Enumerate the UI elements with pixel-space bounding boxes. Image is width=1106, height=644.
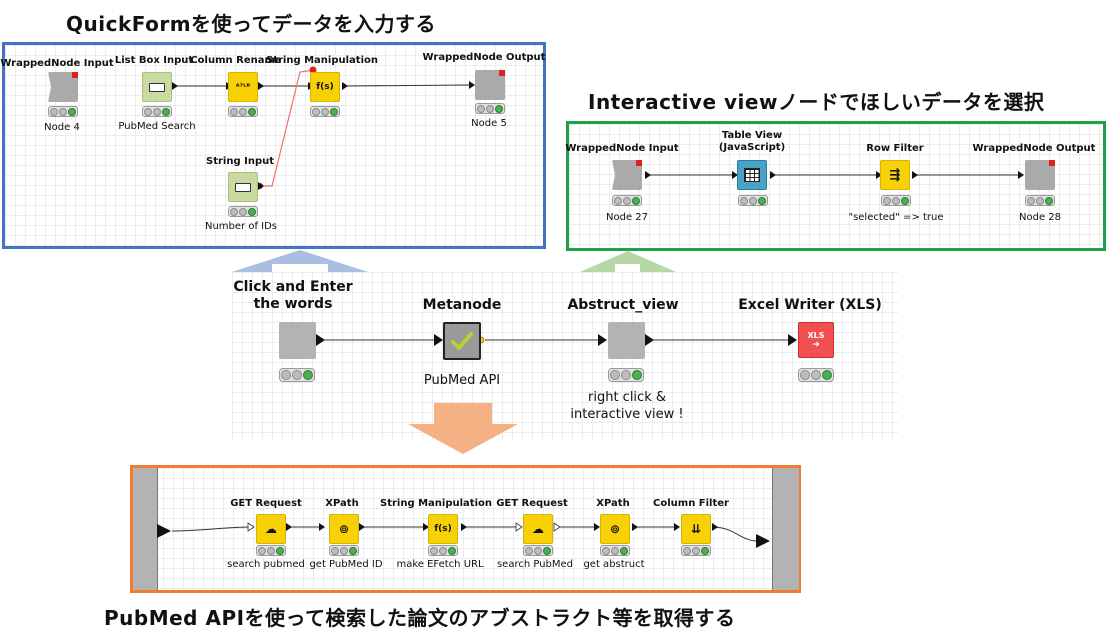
node-label: search PubMed (496, 559, 574, 570)
wrapped-node-icon[interactable] (612, 160, 642, 190)
node-title: Excel Writer (XLS) (738, 297, 882, 313)
status-traffic-light (681, 545, 711, 556)
status-traffic-light (612, 195, 642, 206)
status-traffic-light (523, 545, 553, 556)
status-traffic-light (228, 106, 258, 117)
wrapped-node-icon[interactable] (475, 70, 505, 100)
table-view-icon[interactable] (737, 160, 767, 190)
status-traffic-light (738, 195, 768, 206)
node-title: XPath (325, 498, 359, 509)
interactive-panel (566, 121, 1106, 251)
node-title: Row Filter (866, 143, 924, 154)
status-traffic-light (228, 206, 258, 217)
node-label: Number of IDs (204, 221, 278, 232)
status-traffic-light (881, 195, 911, 206)
wrapped-node-icon[interactable] (1025, 160, 1055, 190)
quickform-heading: QuickFormを使ってデータを入力する (66, 12, 437, 36)
orange-down-arrow (408, 403, 518, 454)
node-title: Abstruct_view (567, 297, 679, 313)
status-traffic-light (310, 106, 340, 117)
xpath-icon[interactable]: ⊚ (329, 514, 359, 544)
excel-writer-glyph: XLS (807, 330, 825, 340)
node-title: Column Filter (653, 498, 729, 509)
string-manipulation-glyph: f(s) (316, 82, 334, 92)
list-box-icon[interactable] (142, 72, 172, 102)
node-title: XPath (596, 498, 630, 509)
pubmed-heading: PubMed APIを使って検索した論文のアブストラクト等を取得する (104, 606, 736, 630)
metanode-output-bar (772, 468, 799, 590)
excel-writer-icon[interactable]: XLS➜ (798, 322, 834, 358)
status-traffic-light (256, 545, 286, 556)
node-label: Node 4 (44, 122, 80, 133)
node-title: Metanode (422, 297, 502, 313)
green-up-arrow (580, 251, 676, 272)
xpath-icon[interactable]: ⊚ (600, 514, 630, 544)
node-title: GET Request (230, 498, 302, 509)
interactive-heading: Interactive viewノードでほしいデータを選択 (588, 90, 1045, 114)
string-input-icon[interactable] (228, 172, 258, 202)
node-label: make EFetch URL (396, 559, 484, 570)
status-traffic-light (329, 545, 359, 556)
column-filter-icon[interactable]: ⇊ (681, 514, 711, 544)
node-label: PubMed API (423, 373, 501, 388)
wrapped-node-icon[interactable] (279, 322, 316, 359)
string-manipulation-glyph: f(s) (434, 524, 452, 534)
get-request-icon[interactable]: ☁ (256, 514, 286, 544)
status-traffic-light (428, 545, 458, 556)
node-title: Click and Enter the words (233, 279, 353, 312)
node-label: Node 28 (1018, 212, 1062, 223)
node-label: Node 5 (471, 118, 507, 129)
node-title: List Box Input (114, 55, 194, 66)
blue-up-arrow (232, 250, 368, 272)
quickform-panel (2, 42, 546, 249)
node-title: GET Request (496, 498, 568, 509)
node-title: WrappedNode Input (565, 143, 679, 154)
string-manipulation-icon[interactable]: f(s) (428, 514, 458, 544)
node-label: PubMed Search (118, 121, 196, 132)
status-traffic-light (1025, 195, 1055, 206)
node-label: get abstruct (583, 559, 645, 570)
row-filter-icon[interactable]: ⇶ (880, 160, 910, 190)
column-rename-glyph: ᴬ⁷ᴸᴮ (235, 82, 251, 91)
status-traffic-light (608, 368, 644, 382)
status-traffic-light (48, 106, 78, 117)
status-traffic-light (798, 368, 834, 382)
node-title: String Manipulation (380, 498, 492, 509)
wrapped-node-icon[interactable] (608, 322, 645, 359)
node-label: Node 27 (605, 212, 649, 223)
status-traffic-light (142, 106, 172, 117)
status-traffic-light (279, 368, 315, 382)
get-request-icon[interactable]: ☁ (523, 514, 553, 544)
metanode-input-bar (133, 468, 158, 590)
wrapped-node-icon[interactable] (48, 72, 78, 102)
node-label: "selected" => true (848, 212, 944, 223)
status-traffic-light (600, 545, 630, 556)
checkmark-icon[interactable] (443, 322, 481, 360)
node-title: String Manipulation (266, 55, 378, 66)
node-title: Column Rename (190, 55, 282, 66)
status-traffic-light (475, 103, 505, 114)
column-rename-icon[interactable]: ᴬ⁷ᴸᴮ (228, 72, 258, 102)
main-workflow-canvas (232, 272, 898, 440)
node-label: right click & interactive view ! (570, 390, 684, 422)
node-title: String Input (206, 156, 274, 167)
node-title: Table View (JavaScript) (718, 130, 786, 153)
node-title: WrappedNode Output (972, 143, 1096, 154)
string-manipulation-icon[interactable]: f(s) (310, 72, 340, 102)
node-title: WrappedNode Output (422, 52, 546, 63)
node-title: WrappedNode Input (0, 58, 114, 69)
node-label: get PubMed ID (309, 559, 383, 570)
node-label: search pubmed (227, 559, 305, 570)
